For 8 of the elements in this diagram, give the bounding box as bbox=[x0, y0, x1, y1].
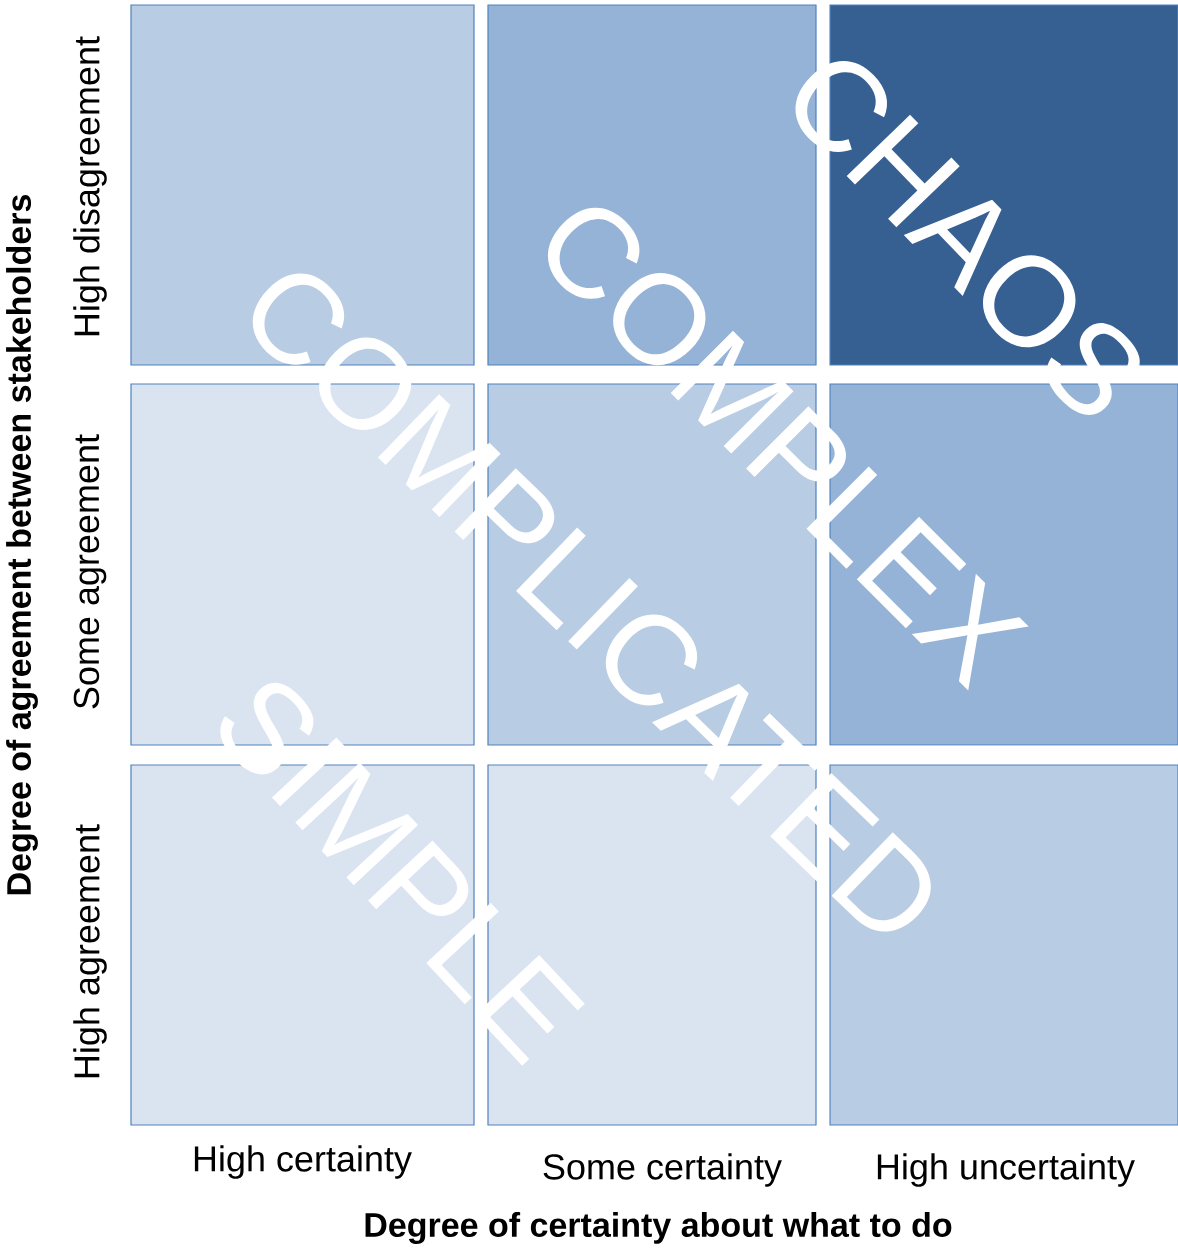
column-label: Some certainty bbox=[543, 1153, 782, 1187]
axis-title: Degree of agreement between stakeholders bbox=[6, 195, 38, 895]
row-label: Some agreement bbox=[73, 434, 107, 709]
row-label: High disagreement bbox=[73, 36, 107, 336]
column-label: High uncertainty bbox=[877, 1153, 1135, 1187]
axis-title: Degree of certainty about what to do bbox=[365, 1212, 952, 1244]
column-label: High certainty bbox=[194, 1145, 412, 1179]
row-label: High agreement bbox=[73, 824, 107, 1078]
